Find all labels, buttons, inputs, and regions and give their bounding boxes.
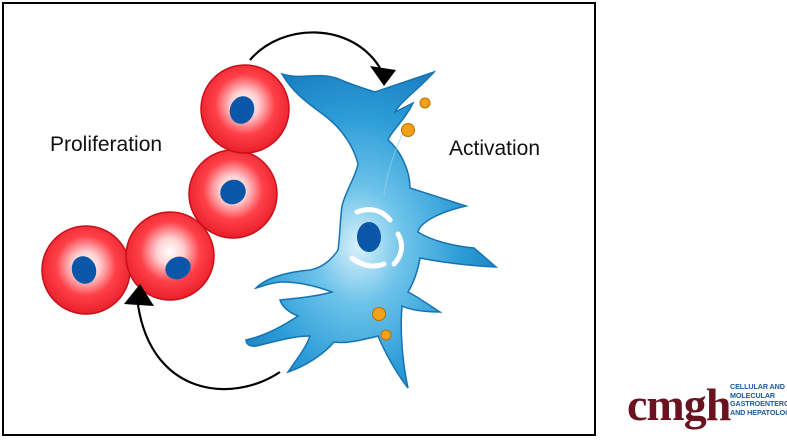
nucleus-4	[229, 96, 255, 124]
activation-label: Activation	[449, 137, 541, 160]
arrow-to-proliferation-head	[124, 284, 154, 306]
journal-logo: cmgh CELLULAR AND MOLECULAR GASTROENTERO…	[627, 381, 787, 441]
red-cell-2	[125, 211, 215, 301]
logo-tagline: CELLULAR AND MOLECULAR GASTROENTEROLOGY …	[730, 382, 787, 417]
red-cell-3	[188, 149, 278, 239]
lipid-droplet-3	[372, 307, 386, 321]
logo-tagline-line: AND HEPATOLOGY	[730, 407, 787, 417]
stellate-nucleus	[357, 222, 381, 252]
proliferation-label: Proliferation	[50, 133, 163, 156]
nucleus-1	[71, 256, 97, 284]
nucleus-3	[220, 179, 246, 205]
logo-tagline-line: GASTROENTEROLOGY	[730, 399, 787, 409]
nucleus-2	[165, 256, 191, 280]
organelle-3	[349, 255, 387, 269]
logo-tagline-line: CELLULAR AND	[730, 382, 785, 391]
lipid-droplet-4	[380, 329, 392, 341]
logo-wordmark: cmgh	[627, 379, 731, 430]
arrow-to-proliferation	[136, 304, 281, 391]
arrow-to-activation	[249, 31, 381, 69]
logo-tagline-line: MOLECULAR	[730, 390, 776, 400]
organelle-2	[391, 231, 404, 267]
lipid-droplet-1	[419, 97, 431, 109]
organelle-1	[354, 207, 393, 223]
arrow-to-activation-head	[370, 66, 396, 86]
lipid-droplet-2	[401, 123, 415, 137]
red-cell-1	[41, 225, 131, 315]
red-cell-4	[200, 64, 290, 154]
